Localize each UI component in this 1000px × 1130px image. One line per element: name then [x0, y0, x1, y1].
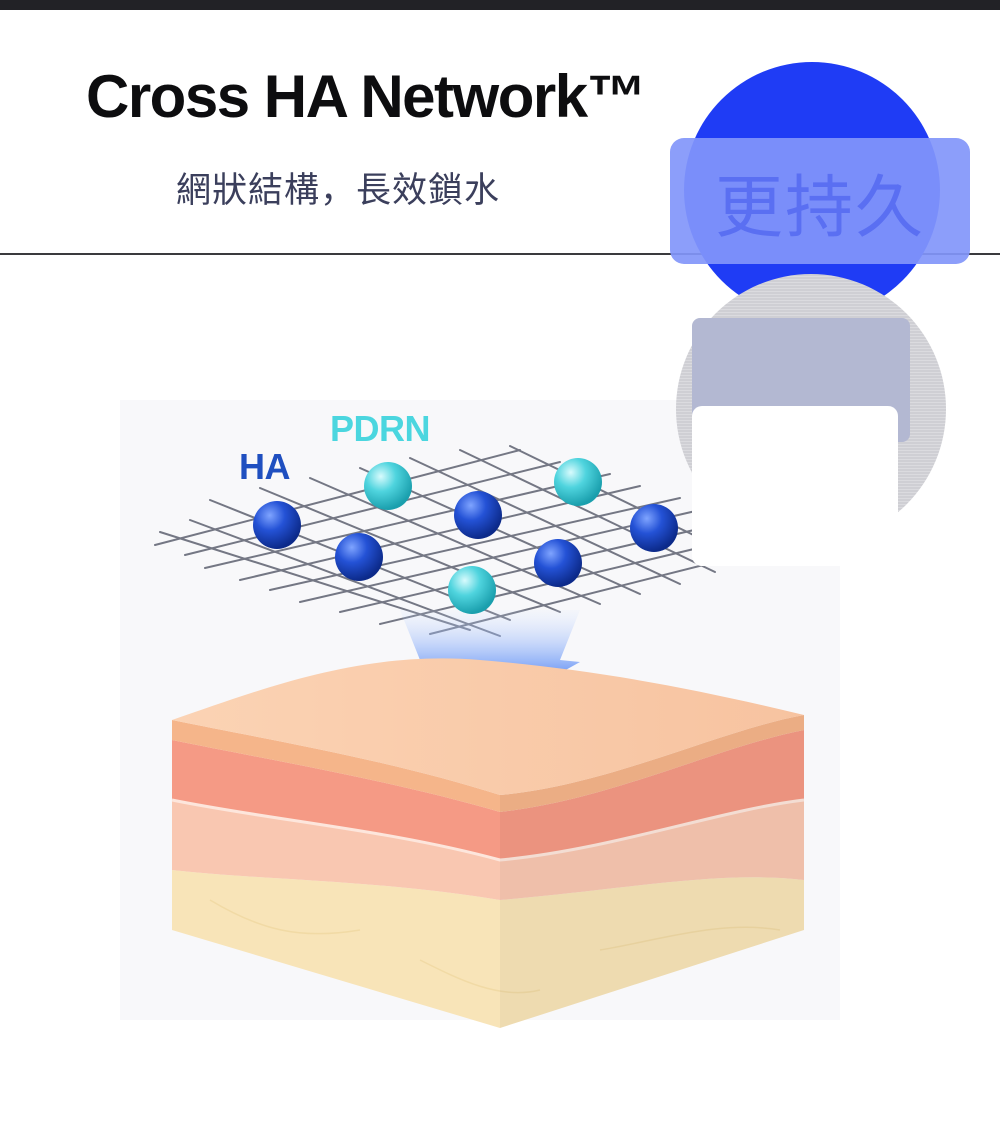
page-title: Cross HA Network™	[86, 63, 647, 130]
page-subtitle: 網狀結構，長效鎖水	[176, 171, 501, 211]
top-rule	[0, 0, 1000, 10]
header-divider	[0, 253, 1000, 255]
pdrn-label: PDRN	[330, 408, 431, 449]
ha-label: HA	[239, 446, 291, 487]
pdrn-molecule-icon	[364, 458, 602, 614]
skin-layers-icon	[171, 658, 805, 1028]
ha-molecule-icon	[253, 491, 678, 587]
overlay-card	[692, 406, 898, 566]
longer-lasting-badge: 更持久	[670, 138, 970, 264]
badge-text: 更持久	[714, 168, 925, 248]
